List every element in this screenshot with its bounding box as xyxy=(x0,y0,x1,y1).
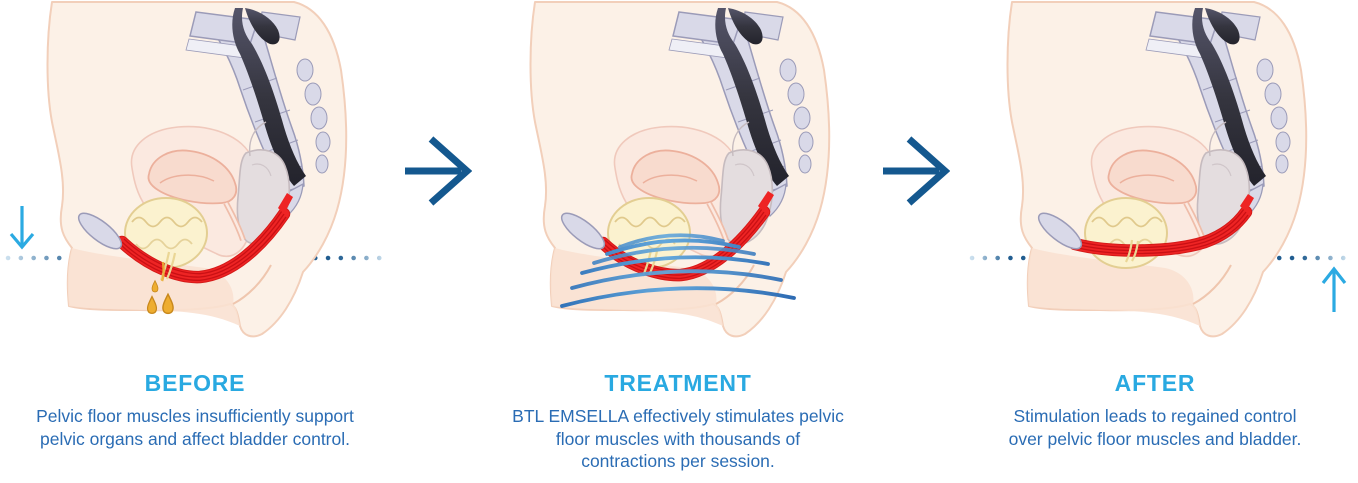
leak-drops xyxy=(146,261,174,315)
panel-after xyxy=(960,0,1350,340)
caption-before: BEFORE Pelvic floor muscles insufficient… xyxy=(0,370,390,450)
pelvic-floor-muscle-sagging xyxy=(115,193,293,284)
caption-treatment: TREATMENT BTL EMSELLA effectively stimul… xyxy=(483,370,873,472)
before-illustration xyxy=(5,0,385,340)
before-heading: BEFORE xyxy=(144,370,246,396)
treatment-heading: TREATMENT xyxy=(604,370,752,396)
up-arrow-icon xyxy=(1321,266,1347,312)
pelvic-floor-muscle-lifted xyxy=(1068,194,1254,257)
before-description: Pelvic floor muscles insufficiently supp… xyxy=(36,406,354,449)
stimulation-waves xyxy=(560,233,796,308)
down-arrow-icon xyxy=(9,206,35,250)
after-heading: AFTER xyxy=(1114,370,1196,396)
right-arrow-icon xyxy=(882,136,951,206)
caption-after: AFTER Stimulation leads to regained cont… xyxy=(960,370,1350,450)
treatment-description: BTL EMSELLA effectively stimulates pelvi… xyxy=(512,406,844,471)
panel-before xyxy=(0,0,390,340)
after-description: Stimulation leads to regained control ov… xyxy=(1008,406,1302,449)
treatment-illustration xyxy=(483,0,873,340)
panel-treatment xyxy=(483,0,873,340)
urethra-lines xyxy=(1125,239,1140,263)
after-illustration xyxy=(969,0,1348,340)
right-arrow-icon xyxy=(404,136,473,206)
